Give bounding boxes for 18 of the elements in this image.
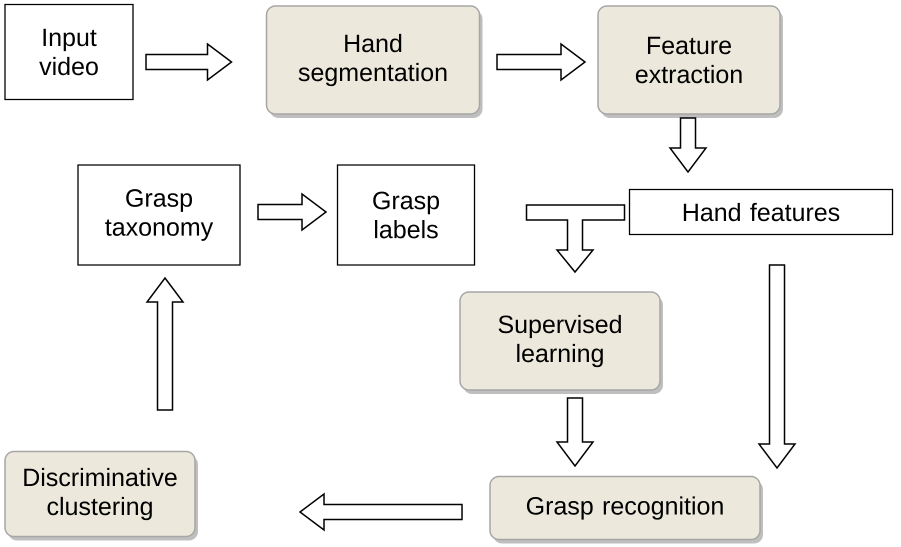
block-arrow	[298, 492, 463, 532]
block-arrow	[496, 42, 586, 82]
process-box: Supervised learning	[459, 291, 661, 391]
block-arrow	[758, 264, 796, 470]
block-arrow	[145, 42, 233, 82]
process-box: Input video	[4, 4, 134, 100]
block-arrow	[146, 276, 185, 411]
process-box: Hand segmentation	[266, 5, 480, 115]
block-arrow	[668, 117, 708, 174]
process-box: Grasp labels	[336, 164, 476, 266]
block-arrow	[257, 192, 328, 232]
block-arrow	[556, 397, 595, 468]
process-box: Grasp recognition	[489, 476, 761, 540]
process-box: Discriminative clustering	[4, 450, 196, 538]
block-arrow	[526, 204, 626, 274]
process-box: Hand features	[628, 188, 894, 236]
process-box: Feature extraction	[597, 5, 781, 115]
process-box: Grasp taxonomy	[77, 164, 241, 266]
